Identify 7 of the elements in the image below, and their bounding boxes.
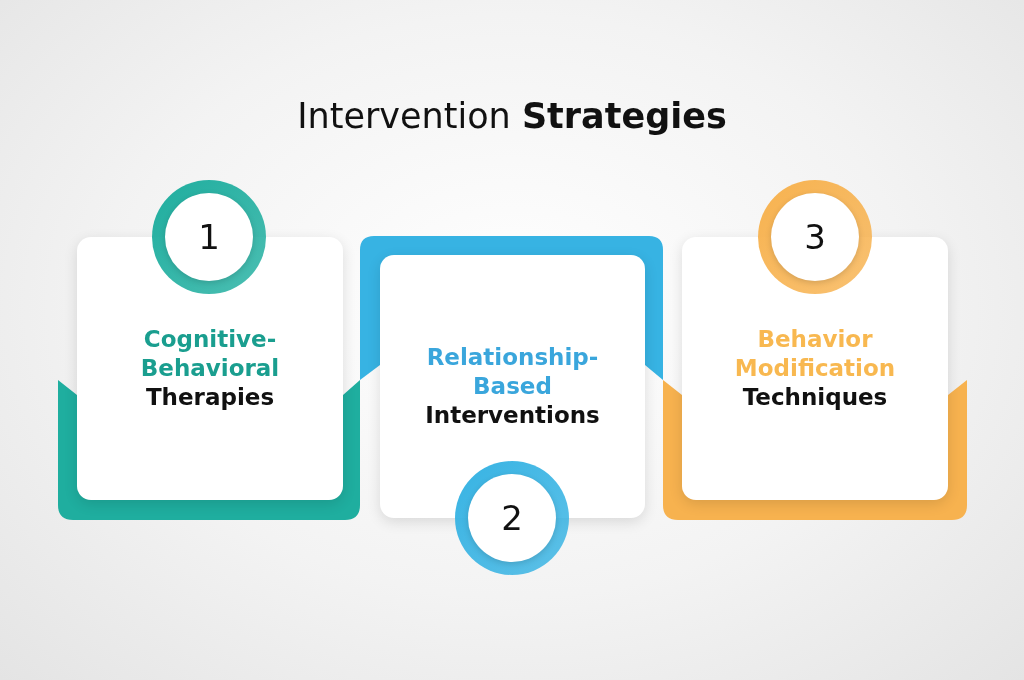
step-number: 2 <box>501 498 523 538</box>
step-number: 3 <box>804 217 826 257</box>
strategy-title: Cognitive-Behavioral Therapies <box>139 325 281 412</box>
step-number: 1 <box>198 217 220 257</box>
strategy-title: Relationship-Based Interventions <box>424 343 601 430</box>
diagram-title: Intervention Strategies <box>296 96 728 136</box>
strategy-title: Behavior Modification Techniques <box>733 325 897 412</box>
